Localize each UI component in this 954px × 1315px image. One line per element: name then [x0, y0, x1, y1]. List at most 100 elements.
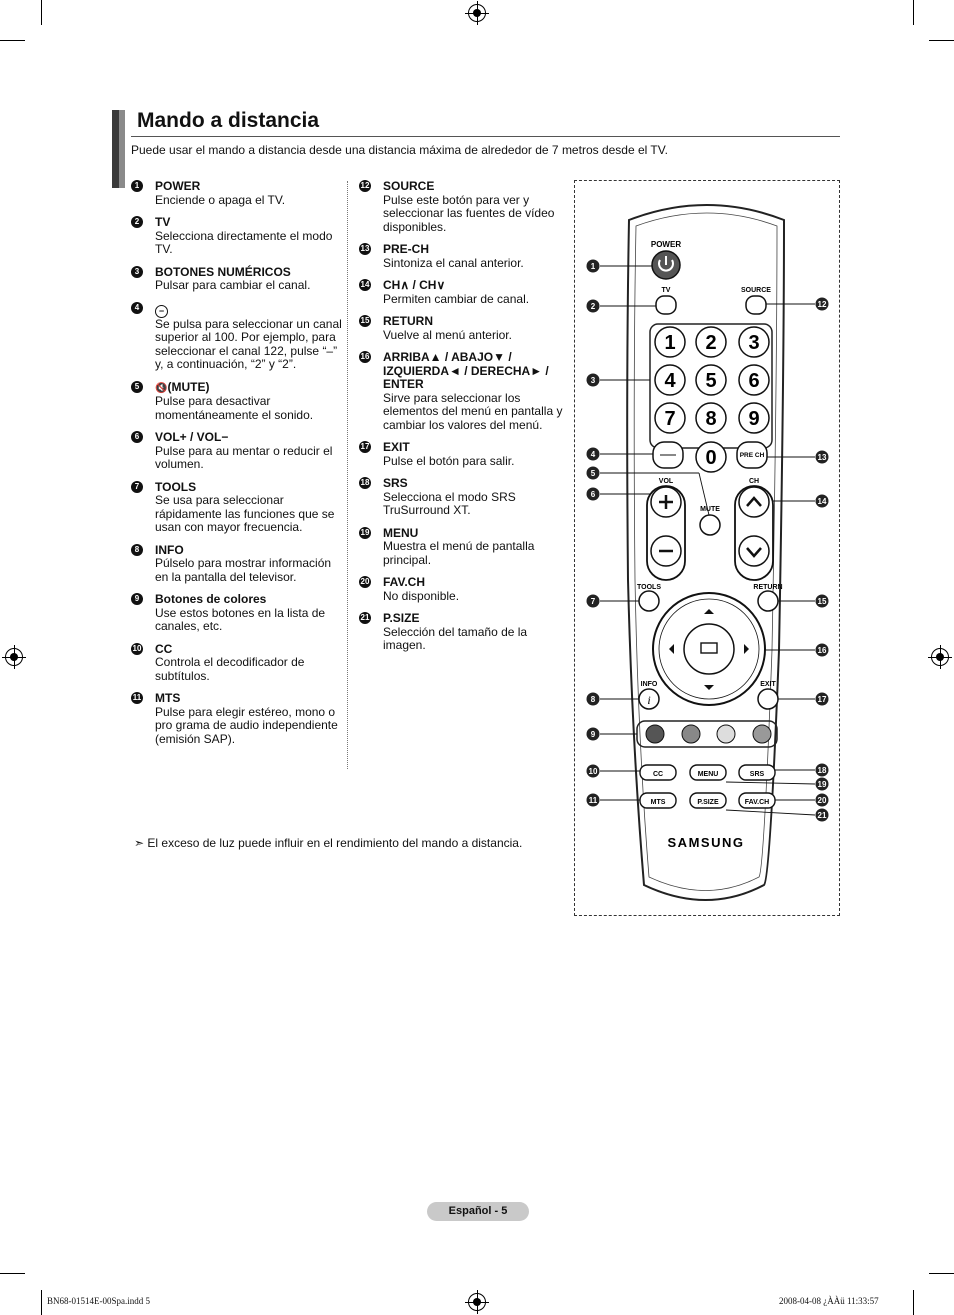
- red-button[interactable]: [645, 724, 665, 744]
- srs-button[interactable]: [738, 764, 776, 781]
- tv-button[interactable]: [655, 295, 677, 315]
- callout-number: 3: [591, 376, 596, 385]
- prech-label: PRE CH: [740, 452, 765, 459]
- mts-label: MTS: [651, 799, 666, 806]
- callout-number: 5: [591, 469, 596, 478]
- callout-number: 17: [818, 695, 827, 704]
- page-number: Español - 5: [427, 1202, 529, 1221]
- digit-button-3[interactable]: [738, 326, 770, 358]
- return-button[interactable]: [757, 590, 779, 612]
- digit-button-6[interactable]: [738, 364, 770, 396]
- item-label: MTS: [155, 691, 181, 705]
- digit-button-2[interactable]: [695, 326, 727, 358]
- callout-number: 21: [818, 811, 827, 820]
- psize-button[interactable]: [689, 792, 727, 809]
- callout-marker: [815, 494, 829, 508]
- cc-button[interactable]: [639, 764, 677, 781]
- enter-button[interactable]: [683, 623, 735, 675]
- callout-marker: [586, 447, 600, 461]
- mute-label: MUTE: [700, 506, 720, 513]
- callout-marker: [586, 692, 600, 706]
- item-label: PRE-CH: [383, 242, 430, 256]
- exit-button[interactable]: [757, 688, 779, 710]
- power-button[interactable]: [651, 250, 681, 280]
- item-description: Muestra el menú de pantalla principal.: [383, 539, 535, 567]
- item-description: Pulse este botón para ver y seleccionar …: [383, 192, 555, 234]
- vol-label: VOL: [659, 478, 674, 485]
- yellow-button[interactable]: [716, 724, 736, 744]
- digit-label: 3: [748, 332, 759, 354]
- return-label: RETURN: [753, 584, 782, 591]
- tools-label: TOOLS: [637, 584, 661, 591]
- item-label: CH∧ / CH∨: [383, 278, 446, 292]
- callout-marker: [586, 764, 600, 778]
- item-number: 16: [359, 351, 371, 363]
- item-number: 19: [359, 526, 371, 539]
- item-label: SRS: [383, 476, 408, 490]
- item-label: CC: [155, 641, 173, 656]
- item-number: 18: [359, 477, 371, 489]
- callout-number: 8: [591, 695, 596, 704]
- item-description: Controla el decodificador de subtítulos.: [155, 655, 305, 683]
- digit-button-0[interactable]: [695, 441, 727, 473]
- digit-label: 1: [664, 332, 675, 354]
- callout-marker: [815, 594, 829, 608]
- item-number: 9: [131, 593, 143, 605]
- callout-number: 13: [818, 453, 827, 462]
- source-label: SOURCE: [741, 287, 771, 294]
- mts-button[interactable]: [639, 792, 677, 809]
- item-number: 2: [131, 216, 143, 228]
- item-label: SOURCE: [383, 179, 435, 193]
- item-label: VOL+ / VOL−: [155, 430, 229, 444]
- callout-number: 20: [818, 796, 827, 805]
- item-number: 15: [359, 315, 371, 327]
- footer-timestamp: 2008-04-08 ¿ÀÀü 11:33:57: [779, 1296, 879, 1306]
- page-title: Mando a distancia: [137, 109, 320, 132]
- digit-button-5[interactable]: [695, 364, 727, 396]
- digit-button-7[interactable]: [654, 402, 686, 434]
- favch-button[interactable]: [738, 792, 776, 809]
- prech-button[interactable]: [736, 441, 768, 469]
- callout-number: 7: [591, 597, 596, 606]
- callout-marker: [586, 299, 600, 313]
- item-description: Se usa para seleccionar rápidamente las …: [155, 493, 335, 534]
- mute-button[interactable]: [699, 514, 721, 536]
- item-description: Pulse para elegir estéreo, mono o pro gr…: [155, 704, 338, 746]
- item-label: POWER: [155, 179, 201, 193]
- item-label: FAV.CH: [383, 575, 426, 589]
- digit-button-1[interactable]: [654, 326, 686, 358]
- item-number: 1: [131, 180, 143, 192]
- digit-button-9[interactable]: [738, 402, 770, 434]
- callout-number: 2: [591, 302, 596, 311]
- item-label: TV: [155, 215, 171, 229]
- callout-marker: [815, 777, 829, 791]
- item-label: TOOLS: [155, 479, 197, 494]
- item-number: 4: [131, 301, 143, 314]
- digit-button-4[interactable]: [654, 364, 686, 396]
- item-description: Pulsar para cambiar el canal.: [155, 278, 311, 292]
- tools-button[interactable]: [638, 590, 660, 612]
- item-description: Permiten cambiar de canal.: [383, 291, 530, 306]
- blue-button[interactable]: [752, 724, 772, 744]
- list-item: 5🔇(MUTE)Pulse para desactivar momentánea…: [131, 380, 343, 423]
- digit-label: 9: [748, 408, 759, 430]
- callout-marker: [586, 594, 600, 608]
- menu-button[interactable]: [689, 764, 727, 781]
- green-button[interactable]: [681, 724, 701, 744]
- title-rule: [131, 136, 840, 137]
- source-button[interactable]: [745, 295, 767, 315]
- item-label: Botones de colores: [155, 592, 267, 606]
- callout-marker: [815, 692, 829, 706]
- digit-button-8[interactable]: [695, 402, 727, 434]
- item-number: 3: [131, 265, 143, 278]
